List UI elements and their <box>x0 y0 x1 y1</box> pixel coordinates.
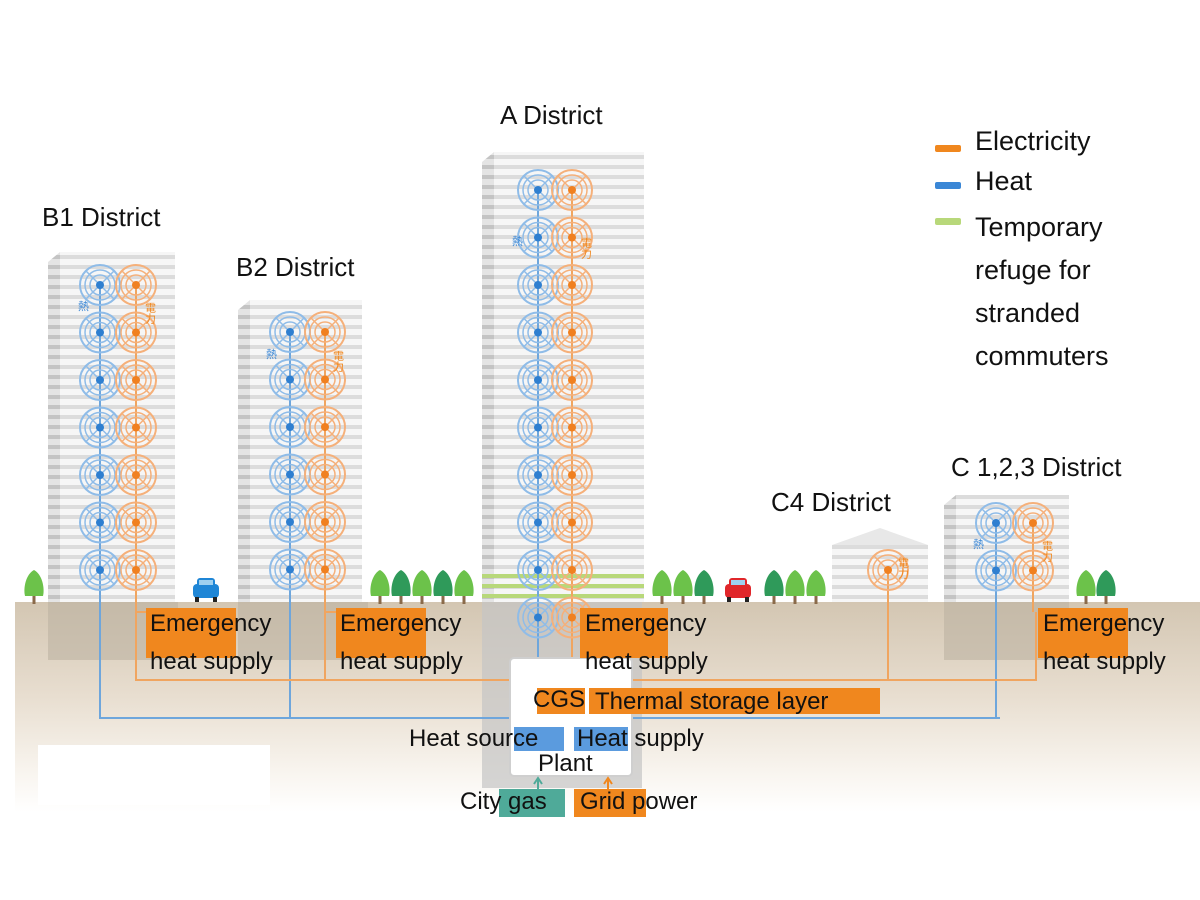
cgs-highlight <box>537 688 585 714</box>
legend-label-refuge-3: stranded <box>975 298 1081 328</box>
heat-glyph: 熱 <box>512 235 523 248</box>
heat-source-label: Heat source <box>409 725 539 752</box>
cgs-label: CGS <box>533 686 586 713</box>
legend-label-electricity: Electricity <box>975 126 1091 156</box>
legend-label-refuge-1: Temporary <box>975 212 1103 242</box>
district-label-b2: B2 District <box>236 252 355 282</box>
emergency-highlight-a <box>580 608 668 658</box>
grid-power-label: Grid power <box>580 788 698 815</box>
electricity-glyph: 電力 <box>1041 540 1054 562</box>
car-red <box>725 578 751 602</box>
refuge-floors <box>482 574 644 578</box>
emergency-label-b2-line2: heat supply <box>340 648 463 675</box>
emergency-highlight-b1 <box>146 608 236 658</box>
electricity-glyph: 電力 <box>580 237 593 259</box>
emergency-label-a-line1: Emergency <box>585 610 707 637</box>
emergency-highlight-b2 <box>336 608 426 658</box>
electricity-glyph: 電力 <box>144 302 157 324</box>
emergency-label-b2-line1: Emergency <box>340 610 462 637</box>
heat-source-highlight <box>514 727 564 751</box>
building-c4 <box>832 528 928 602</box>
legend-swatch-electricity <box>935 145 961 152</box>
legend-swatch-heat <box>935 182 961 189</box>
emergency-label-c123-line1: Emergency <box>1043 610 1165 637</box>
thermal-storage-highlight <box>589 688 880 714</box>
district-label-a: A District <box>500 100 603 130</box>
legend-label-refuge-4: commuters <box>975 341 1109 371</box>
plant-label: Plant <box>538 750 593 777</box>
electricity-glyph: 電力 <box>897 557 910 579</box>
district-label-c4: C4 District <box>771 487 891 517</box>
district-label-c123: C 1,2,3 District <box>951 452 1122 482</box>
heat-glyph: 熱 <box>78 300 89 313</box>
electricity-glyph: 電力 <box>332 350 345 372</box>
district-label-b1: B1 District <box>42 202 161 232</box>
heat-glyph: 熱 <box>266 348 277 361</box>
emergency-highlight-c123 <box>1038 608 1128 658</box>
grid-power-highlight <box>574 789 646 817</box>
heat-glyph: 熱 <box>973 538 984 551</box>
building-b2 <box>238 300 362 602</box>
thermal-storage-label: Thermal storage layer <box>595 688 829 715</box>
legend-label-heat: Heat <box>975 166 1033 196</box>
city-gas-highlight <box>499 789 565 817</box>
heat-supply-label: Heat supply <box>577 725 704 752</box>
city-gas-label: City gas <box>460 788 547 815</box>
car-blue <box>193 578 219 602</box>
legend-label-refuge-2: refuge for <box>975 255 1091 285</box>
legend-swatch-refuge <box>935 218 961 225</box>
emergency-label-a-line2: heat supply <box>585 648 708 675</box>
heat-supply-highlight <box>574 727 628 751</box>
ground-white-patch <box>38 745 270 805</box>
emergency-label-b1-line2: heat supply <box>150 648 273 675</box>
emergency-label-c123-line2: heat supply <box>1043 648 1166 675</box>
emergency-label-b1-line1: Emergency <box>150 610 272 637</box>
